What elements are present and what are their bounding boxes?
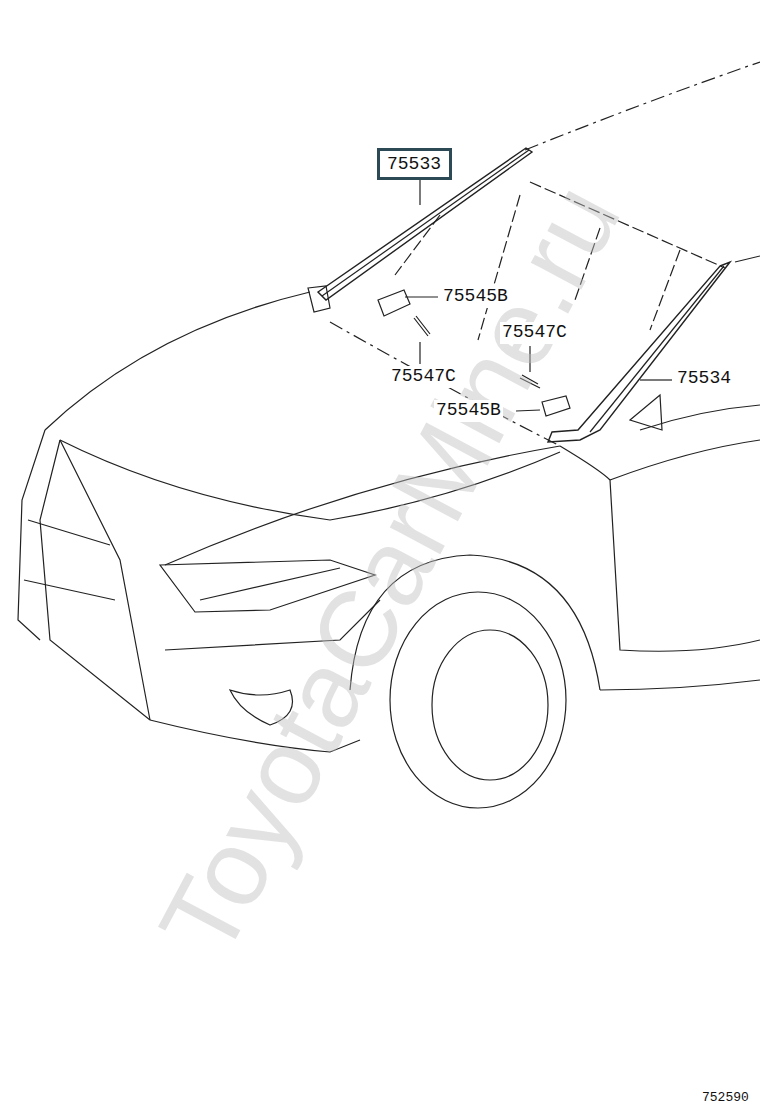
callout-number: 75545B [434, 400, 503, 422]
callout-number: 752590 [700, 1090, 751, 1106]
callout-box: 75533 [377, 148, 452, 180]
callout-number: 75533 [387, 153, 442, 175]
watermark: ToyotaCarMine.ru [142, 168, 638, 971]
callout-number: 75534 [675, 368, 733, 390]
callout-number: 75547C [500, 322, 569, 344]
callout-number: 75547C [389, 366, 458, 388]
callout-number: 75545B [441, 286, 510, 308]
